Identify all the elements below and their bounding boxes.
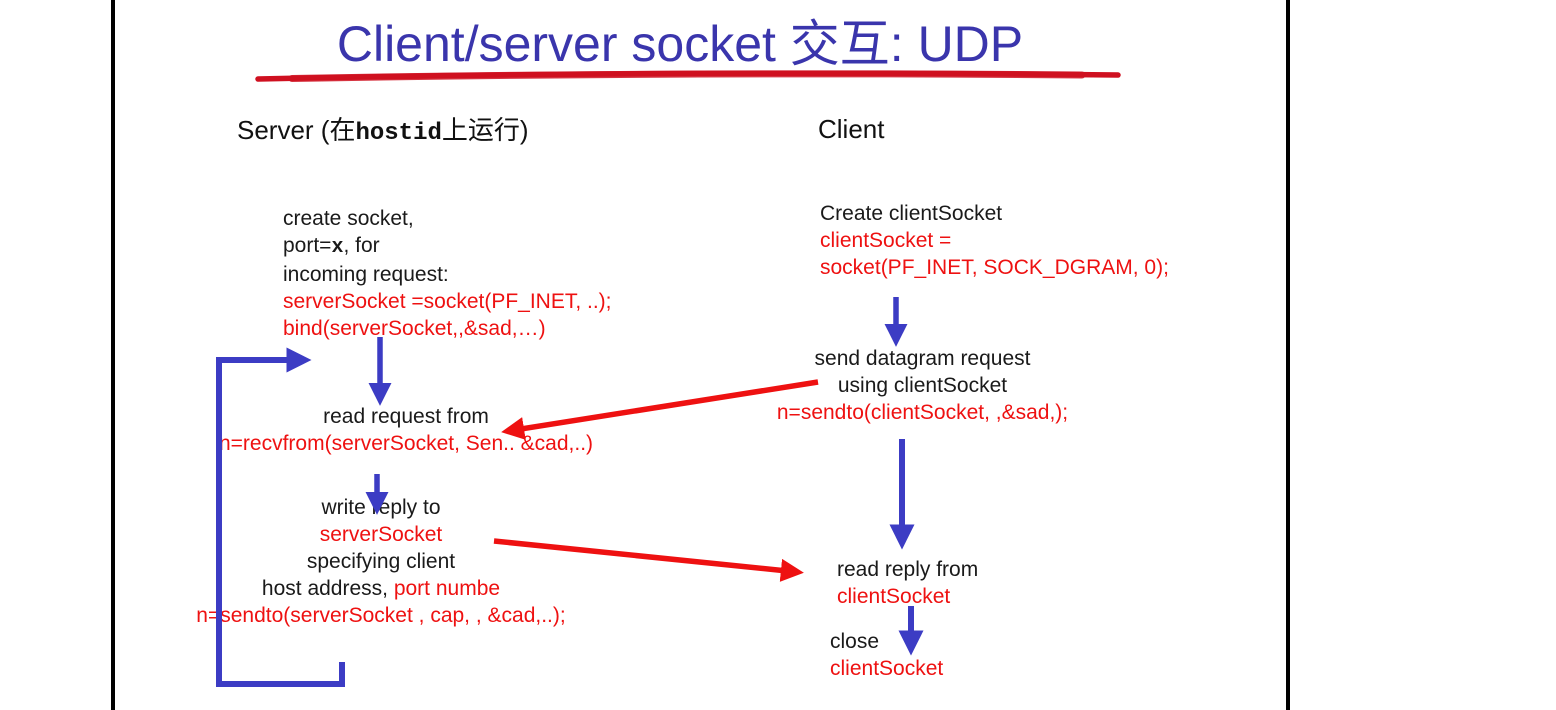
client-close-label: close <box>830 630 880 653</box>
server-create-line2-post: , for <box>343 234 380 257</box>
server-write-label3: host address, port numbe <box>181 575 581 602</box>
client-create-code2: socket(PF_INET, SOCK_DGRAM, 0); <box>820 256 1169 279</box>
server-step-read-request: read request from n=recvfrom(serverSocke… <box>206 403 606 457</box>
server-write-label1: write reply to <box>321 496 441 519</box>
server-read-label: read request from <box>323 405 489 428</box>
client-step-create-socket: Create clientSocket clientSocket = socke… <box>820 200 1169 281</box>
server-header-prefix: Server (在 <box>237 115 356 145</box>
client-read-label: read reply from <box>837 558 979 581</box>
client-step-close-socket: close clientSocket <box>830 628 943 682</box>
client-create-label: Create clientSocket <box>820 202 1003 225</box>
client-step-read-reply: read reply from clientSocket <box>837 556 978 610</box>
server-column-header: Server (在hostid上运行) <box>237 110 529 147</box>
server-write-label3-black: host address, <box>261 577 394 600</box>
server-create-line1: create socket, <box>283 207 414 230</box>
server-create-line2: port=x, for <box>283 232 612 261</box>
client-send-code: n=sendto(clientSocket, ,&sad,); <box>776 401 1069 424</box>
client-read-code: clientSocket <box>837 585 951 608</box>
server-create-line2-x: x <box>331 236 344 259</box>
left-border-line <box>111 0 115 710</box>
server-step-write-reply: write reply to serverSocket specifying c… <box>181 494 581 629</box>
slide-title: Client/server socket 交互: UDP <box>336 16 1024 72</box>
server-header-suffix: 上运行) <box>441 115 529 145</box>
server-create-code2: bind(serverSocket,,&sad,…) <box>283 317 546 340</box>
server-write-label3-red: port numbe <box>393 577 501 600</box>
server-create-code1: serverSocket =socket(PF_INET, ..); <box>283 290 612 313</box>
server-write-code2: n=sendto(serverSocket , cap, , &cad,..); <box>196 604 566 627</box>
client-send-label1: send datagram request <box>814 347 1031 370</box>
server-step-create-socket: create socket, port=x, for incoming requ… <box>283 205 612 342</box>
client-close-code: clientSocket <box>830 657 944 680</box>
server-write-label2: specifying client <box>306 550 456 573</box>
title-underline-swoosh <box>255 70 1121 82</box>
right-border-line <box>1286 0 1290 710</box>
client-step-send-datagram: send datagram request using clientSocket… <box>740 345 1105 426</box>
server-create-line2-pre: port= <box>283 234 332 257</box>
server-read-code: n=recvfrom(serverSocket, Sen.. &cad,..) <box>218 432 594 455</box>
client-column-header: Client <box>818 114 885 144</box>
client-create-code1: clientSocket = <box>820 229 952 252</box>
server-create-line3: incoming request: <box>283 263 449 286</box>
server-header-hostid: hostid <box>355 120 442 147</box>
server-write-code1: serverSocket <box>319 523 443 546</box>
client-send-label2: using clientSocket <box>837 374 1008 397</box>
